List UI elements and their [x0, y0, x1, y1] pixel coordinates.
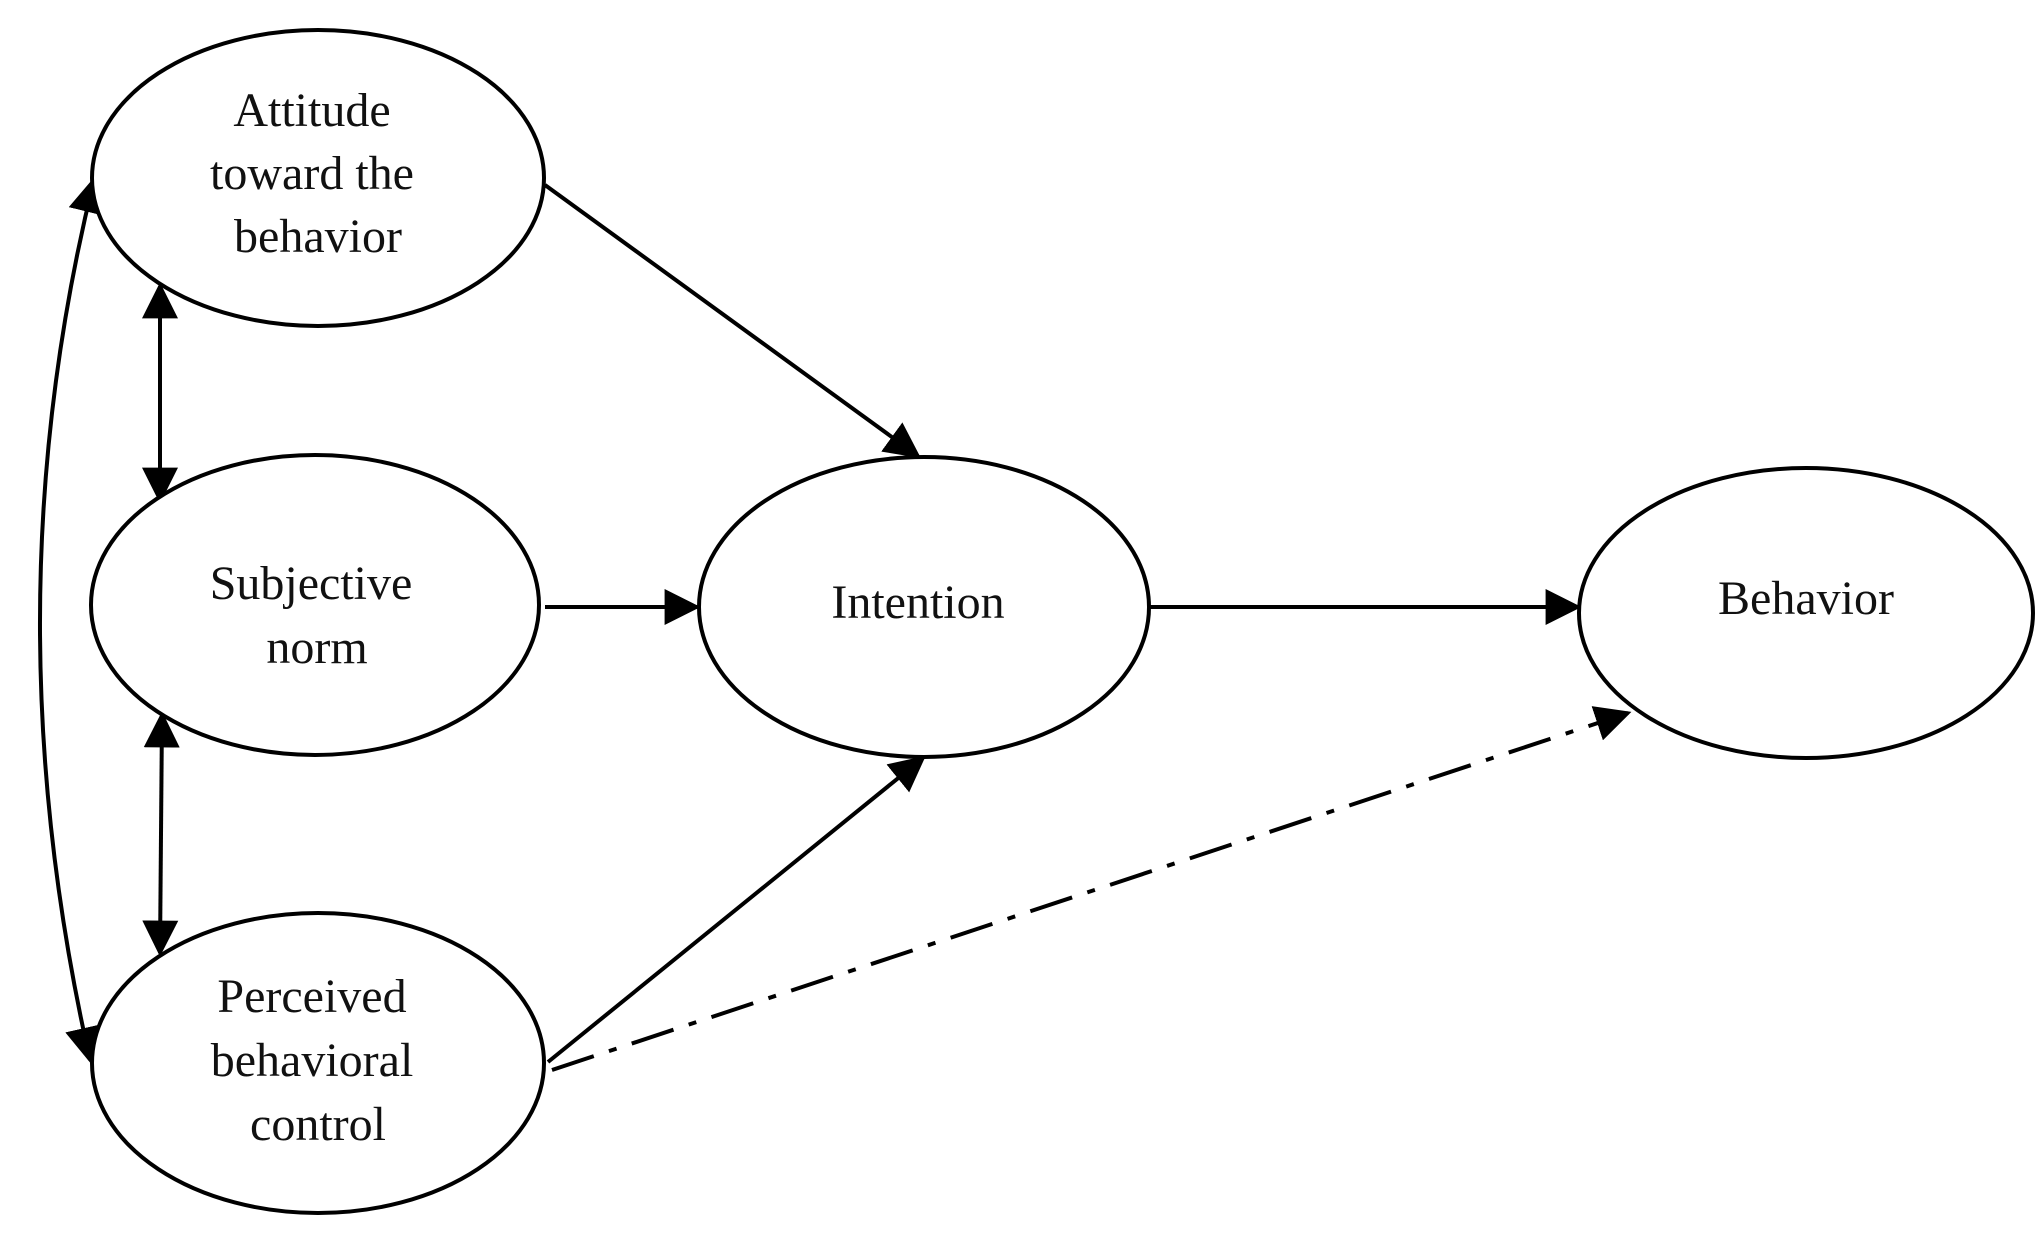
node-intention-line-1: Intention	[831, 576, 1004, 629]
node-attitude: Attitude toward the behavior	[90, 28, 546, 328]
edge-attitude-perceived-control	[38, 176, 104, 1064]
node-perceived-control-line-1: Perceived	[217, 970, 406, 1023]
node-behavior-label: Behavior	[1718, 572, 1894, 625]
node-behavior-shape	[1577, 466, 2035, 760]
node-attitude-shape	[90, 28, 546, 328]
node-attitude-line-2: toward the	[210, 147, 414, 200]
node-attitude-label: Attitude toward the behavior	[210, 84, 426, 263]
node-subjective-norm-line-1: Subjective	[210, 557, 413, 610]
node-attitude-line-1: Attitude	[233, 84, 390, 137]
node-perceived-control: Perceived behavioral control	[90, 911, 546, 1215]
node-subjective-norm: Subjective norm	[89, 453, 541, 757]
node-subjective-norm-label: Subjective norm	[210, 557, 425, 674]
node-subjective-norm-line-2: norm	[266, 621, 367, 674]
edge-perceived-control-to-intention	[546, 755, 926, 1064]
edge-subjective-norm-perceived-control	[142, 711, 180, 957]
node-attitude-line-3: behavior	[234, 210, 402, 263]
edges	[38, 176, 1632, 1072]
node-intention: Intention	[697, 455, 1151, 759]
node-perceived-control-line-2: behavioral	[211, 1034, 414, 1087]
node-perceived-control-label: Perceived behavioral control	[211, 970, 426, 1151]
node-intention-shape	[697, 455, 1151, 759]
node-perceived-control-line-3: control	[250, 1098, 386, 1151]
edge-perceived-control-to-behavior	[551, 706, 1632, 1072]
edge-attitude-to-intention	[543, 183, 921, 459]
node-perceived-control-shape	[90, 911, 546, 1215]
node-intention-label: Intention	[831, 576, 1004, 629]
node-subjective-norm-shape	[89, 453, 541, 757]
node-behavior-line-1: Behavior	[1718, 572, 1894, 625]
node-behavior: Behavior	[1577, 466, 2035, 760]
